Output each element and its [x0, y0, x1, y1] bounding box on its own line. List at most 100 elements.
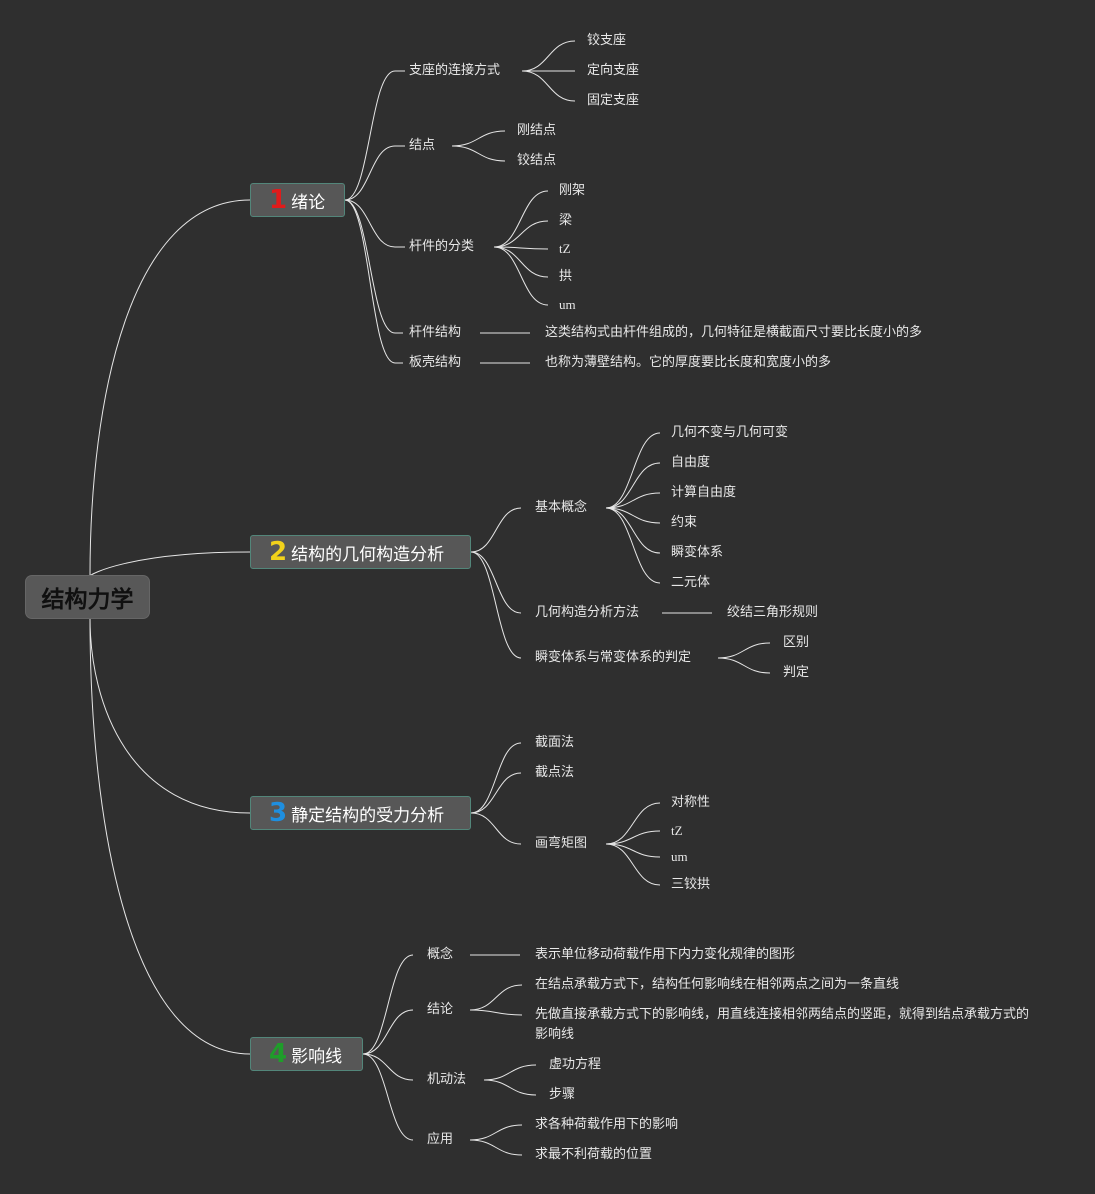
subtopic-difference[interactable]: 区别 [783, 635, 810, 650]
topic-member-structure[interactable]: 杆件结构 [409, 325, 462, 340]
member-link-4 [493, 246, 549, 306]
subtopic-judgement[interactable]: 判定 [783, 665, 810, 680]
concept-link-1 [605, 462, 661, 509]
subtopic-steps[interactable]: 步骤 [549, 1087, 576, 1102]
subtopic-three-hinged-arch[interactable]: 三铰拱 [671, 877, 711, 892]
application-link-0 [469, 1124, 523, 1141]
branch-4-label: 影响线 [291, 1046, 343, 1067]
branch-2-label: 结构的几何构造分析 [291, 544, 445, 565]
subtopic-constraint[interactable]: 约束 [671, 515, 698, 530]
topic-section-method[interactable]: 截面法 [535, 735, 575, 750]
root-node[interactable]: 结构力学 [26, 576, 149, 618]
note-triangle-rule[interactable]: 绞结三角形规则 [727, 605, 819, 620]
kinematic-link-0 [483, 1064, 537, 1081]
subtopic-directional-support[interactable]: 定向支座 [587, 63, 640, 78]
subtopic-um[interactable]: um [559, 297, 576, 312]
subtopic-conclusion-2[interactable]: 先做直接承载方式下的影响线，用直线连接相邻两结点的竖距，就得到结点承载方式的影响… [535, 1007, 1030, 1042]
b1-link-2 [344, 199, 396, 248]
b2-link-1 [470, 551, 522, 614]
topic-geometric-analysis-method[interactable]: 几何构造分析方法 [535, 605, 640, 620]
root-to-branch-2 [89, 551, 251, 577]
b3-link-1 [470, 772, 522, 814]
branch-4-node[interactable]: 4 影响线 [250, 1037, 363, 1071]
b4-link-2 [362, 1053, 414, 1081]
judge-link-0 [717, 642, 771, 659]
topic-support-connection[interactable]: 支座的连接方式 [409, 63, 501, 78]
topic-joint[interactable]: 结点 [409, 138, 436, 153]
branch-1-number: 1 [269, 185, 288, 215]
member-link-3 [493, 246, 549, 278]
subtopic-computed-dof[interactable]: 计算自由度 [671, 485, 737, 500]
topic-joint-method[interactable]: 截点法 [535, 765, 575, 780]
topic-system-judgement[interactable]: 瞬变体系与常变体系的判定 [535, 650, 692, 665]
moment-link-1 [605, 830, 661, 845]
support-link-0 [521, 40, 576, 72]
b4-link-3 [362, 1053, 414, 1141]
subtopic-tz[interactable]: tZ [559, 241, 571, 256]
subtopic-degrees-of-freedom[interactable]: 自由度 [671, 455, 711, 470]
topic-concept[interactable]: 概念 [427, 947, 454, 962]
branch-4-number: 4 [269, 1039, 288, 1069]
subtopic-hinged-support[interactable]: 铰支座 [587, 33, 627, 48]
subtopic-frame[interactable]: 刚架 [559, 183, 586, 198]
topic-kinematic-method[interactable]: 机动法 [427, 1072, 467, 1087]
note-concept[interactable]: 表示单位移动荷载作用下内力变化规律的图形 [535, 947, 796, 962]
concept-link-4 [605, 507, 661, 554]
topic-shell-structure[interactable]: 板壳结构 [409, 355, 462, 370]
subtopic-hinged-joint[interactable]: 铰结点 [517, 153, 557, 168]
b1-link-0 [344, 70, 396, 201]
branch-1-label: 绪论 [291, 192, 326, 213]
branch-2-node[interactable]: 2 结构的几何构造分析 [250, 535, 471, 569]
concept-link-5 [605, 507, 661, 584]
b1-link-4 [344, 199, 396, 364]
concept-link-0 [605, 432, 661, 509]
note-member-structure[interactable]: 这类结构式由杆件组成的，几何特征是横截面尺寸要比长度小的多 [545, 325, 923, 340]
branch-3-number: 3 [269, 798, 288, 828]
joint-link-1 [451, 145, 506, 162]
branch-2-number: 2 [269, 537, 288, 567]
branch-3-label: 静定结构的受力分析 [291, 805, 445, 826]
b2-link-0 [470, 507, 522, 553]
conclusion-link-0 [469, 984, 523, 1011]
subtopic-tz-2[interactable]: tZ [671, 823, 683, 838]
topic-conclusion[interactable]: 结论 [427, 1002, 454, 1017]
subtopic-virtual-work[interactable]: 虚功方程 [549, 1057, 602, 1072]
topic-application[interactable]: 应用 [427, 1132, 454, 1147]
subtopic-geometric-stability[interactable]: 几何不变与几何可变 [671, 425, 789, 440]
subtopic-symmetry[interactable]: 对称性 [671, 795, 711, 810]
subtopic-fixed-support[interactable]: 固定支座 [587, 93, 640, 108]
root-to-branch-3 [89, 617, 251, 814]
topic-basic-concepts[interactable]: 基本概念 [535, 500, 588, 515]
b1-link-1 [344, 145, 396, 201]
subtopic-beam[interactable]: 梁 [559, 213, 573, 228]
subtopic-um-2[interactable]: um [671, 849, 688, 864]
subtopic-arch[interactable]: 拱 [559, 269, 573, 284]
branch-3-node[interactable]: 3 静定结构的受力分析 [250, 796, 471, 830]
subtopic-load-influence[interactable]: 求各种荷载作用下的影响 [535, 1117, 679, 1132]
subtopic-rigid-joint[interactable]: 刚结点 [517, 123, 557, 138]
support-link-2 [521, 70, 576, 102]
joint-link-0 [451, 130, 506, 147]
b1-link-3 [344, 199, 396, 334]
note-shell-structure[interactable]: 也称为薄壁结构。它的厚度要比长度和宽度小的多 [545, 355, 832, 370]
subtopic-binary-body[interactable]: 二元体 [671, 575, 711, 590]
b4-link-0 [362, 954, 414, 1055]
topic-moment-diagram[interactable]: 画弯矩图 [535, 836, 588, 851]
moment-link-0 [605, 802, 661, 845]
member-link-0 [493, 190, 549, 248]
root-to-branch-4 [89, 617, 251, 1055]
moment-link-3 [605, 843, 661, 886]
concept-link-2 [605, 492, 661, 509]
moment-link-2 [605, 843, 661, 858]
b3-link-0 [470, 742, 522, 814]
subtopic-instantaneous-system[interactable]: 瞬变体系 [671, 545, 724, 560]
topic-member-classification[interactable]: 杆件的分类 [409, 239, 475, 254]
judge-link-1 [717, 657, 771, 674]
kinematic-link-1 [483, 1079, 537, 1096]
branch-1-node[interactable]: 1 绪论 [250, 183, 345, 217]
subtopic-conclusion-1[interactable]: 在结点承载方式下，结构任何影响线在相邻两点之间为一条直线 [535, 977, 900, 992]
b2-link-2 [470, 551, 522, 659]
subtopic-worst-load-position[interactable]: 求最不利荷载的位置 [535, 1147, 653, 1162]
